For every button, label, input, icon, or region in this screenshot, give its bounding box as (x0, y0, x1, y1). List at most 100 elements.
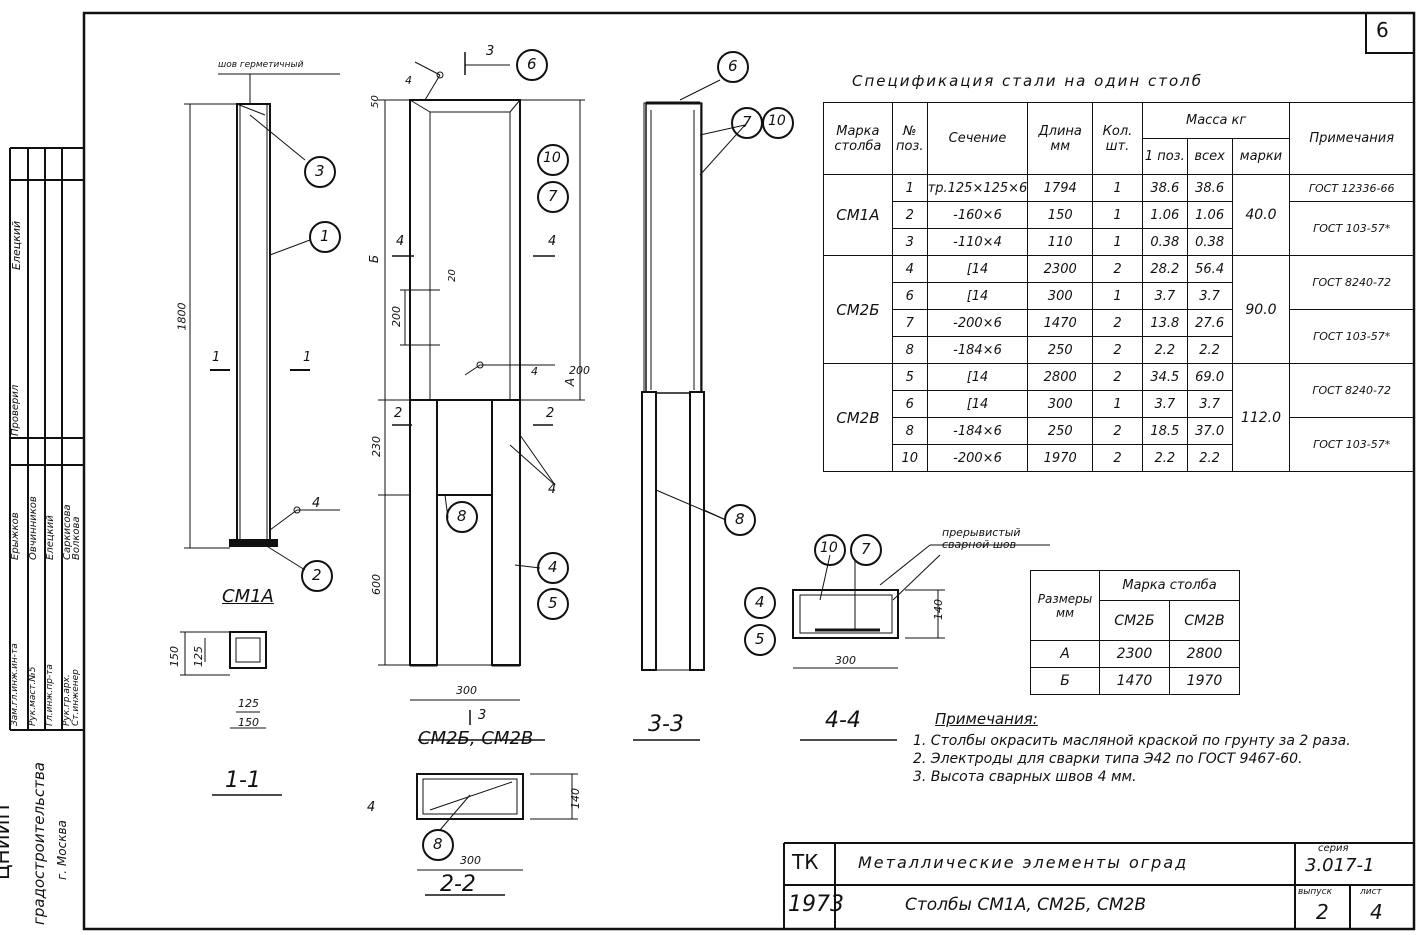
sizes-row-a-v1: 2300 (1099, 640, 1170, 668)
spec-cell: 1 (1092, 174, 1143, 202)
header-section: Сечение (926, 102, 1029, 175)
tb-issue-label: выпуск (1298, 887, 1333, 897)
spec-cell: 2 (891, 201, 928, 229)
spec-cell: 40.0 (1231, 174, 1291, 256)
note-item: 2. Электроды для сварки типа Э42 по ГОСТ… (913, 751, 1303, 767)
name-4: Волкова (71, 516, 82, 560)
spec-cell: СМ2Б (823, 255, 893, 364)
cut-2-right: 2 (546, 406, 555, 421)
sidebar-roles: Зам.гл.инж.ин-та (10, 466, 20, 726)
callout-6: 6 (527, 55, 537, 73)
note-item: 1. Столбы окрасить масляной краской по г… (913, 733, 1351, 749)
tb-issue: 2 (1316, 900, 1329, 924)
header-mass-one: 1 поз. (1141, 138, 1188, 175)
callout-10-33: 10 (768, 113, 786, 129)
cm2b-cm2v-label: СМ2Б, СМ2В (418, 728, 534, 749)
dim-150: 150 (168, 646, 181, 667)
spec-cell: 2.2 (1141, 336, 1188, 364)
callout-8: 8 (457, 507, 467, 525)
callout-5: 5 (548, 594, 558, 612)
name-1: Овчинников (28, 496, 39, 560)
spec-cell: 2.2 (1186, 336, 1233, 364)
section-2-2-label: 2-2 (440, 872, 476, 897)
spec-cell: 5 (891, 363, 928, 391)
weld-size-top: 4 (405, 74, 412, 87)
sizes-row-b-v2: 1970 (1168, 667, 1241, 695)
spec-cell: [14 (926, 390, 1029, 418)
role-1: Рук.маст.№5 (28, 666, 38, 727)
spec-cell: 1 (891, 174, 928, 202)
sizes-row-a-label: А (1030, 640, 1100, 668)
header-mass-all: всех (1186, 138, 1233, 175)
spec-cell: [14 (926, 282, 1029, 310)
sizes-row-b-v1: 1470 (1099, 667, 1170, 695)
spec-cell: 2800 (1027, 363, 1094, 391)
spec-cell: 2 (1092, 336, 1143, 364)
spec-cell: 8 (891, 336, 928, 364)
spec-cell: 2 (1092, 444, 1143, 472)
spec-cell: 34.5 (1141, 363, 1188, 391)
name-0: Ерыжков (10, 512, 21, 560)
tb-title-1: Металлические элементы оград (858, 853, 1189, 872)
callout-4-44: 4 (755, 593, 765, 611)
note-item: 3. Высота сварных швов 4 мм. (913, 769, 1137, 785)
spec-cell: 2300 (1027, 255, 1094, 283)
notes-block: Примечания: 1. Столбы окрасить масляной … (913, 710, 1351, 786)
header-qty: Кол. шт. (1092, 102, 1143, 175)
callout-10-44: 10 (820, 540, 838, 556)
dim-600: 600 (370, 574, 383, 595)
spec-cell: 300 (1027, 390, 1094, 418)
dim-200: 200 (390, 306, 403, 327)
role-2: Гл.инж.пр-та (45, 664, 55, 726)
spec-cell: 13.8 (1141, 309, 1188, 337)
role-4: Ст.инженер (71, 669, 81, 726)
callout-2: 2 (312, 566, 322, 584)
spec-cell: -160×6 (926, 201, 1029, 229)
callout-6-33: 6 (728, 57, 738, 75)
header-pos: № поз. (891, 102, 928, 175)
spec-cell: -184×6 (926, 336, 1029, 364)
tb-tk: ТК (792, 850, 819, 874)
callout-7-44: 7 (861, 540, 871, 558)
spec-cell: 2.2 (1186, 444, 1233, 472)
spec-cell: 3.7 (1141, 390, 1188, 418)
org-city: г. Москва (55, 820, 69, 880)
header-notes: Примечания (1289, 102, 1414, 175)
spec-cell: 2 (1092, 309, 1143, 337)
tb-sheet: 4 (1370, 900, 1383, 924)
weld-seal-label: шов герметичный (218, 60, 304, 70)
dim-300: 300 (456, 684, 477, 697)
dim-125-bottom: 125 (238, 697, 259, 710)
dim-230: 230 (370, 436, 383, 457)
sizes-col2: СМ2В (1168, 600, 1241, 641)
spec-cell: 3.7 (1186, 282, 1233, 310)
spec-cell: 18.5 (1141, 417, 1188, 445)
header-length: Длина мм (1027, 102, 1094, 175)
dim-140: 140 (569, 788, 582, 809)
spec-cell: -200×6 (926, 444, 1029, 472)
role-0: Зам.гл.инж.ин-та (10, 643, 20, 726)
spec-cell: 250 (1027, 336, 1094, 364)
spec-cell: 38.6 (1186, 174, 1233, 202)
spec-cell: ГОСТ 103-57* (1289, 417, 1414, 472)
section-3-3-label: 3-3 (648, 712, 684, 737)
spec-cell: 69.0 (1186, 363, 1233, 391)
name-2: Елецкий (45, 515, 56, 560)
spec-cell: 250 (1027, 417, 1094, 445)
spec-cell: 1470 (1027, 309, 1094, 337)
spec-cell: 7 (891, 309, 928, 337)
callout-7-33: 7 (742, 113, 752, 131)
callout-10: 10 (543, 150, 561, 166)
dim-20: 20 (446, 269, 458, 282)
spec-cell: [14 (926, 255, 1029, 283)
spec-cell: -200×6 (926, 309, 1029, 337)
cm1a-label: СМ1А (222, 586, 274, 607)
weld-size-mid: 4 (531, 365, 538, 378)
spec-cell: 1 (1092, 228, 1143, 256)
